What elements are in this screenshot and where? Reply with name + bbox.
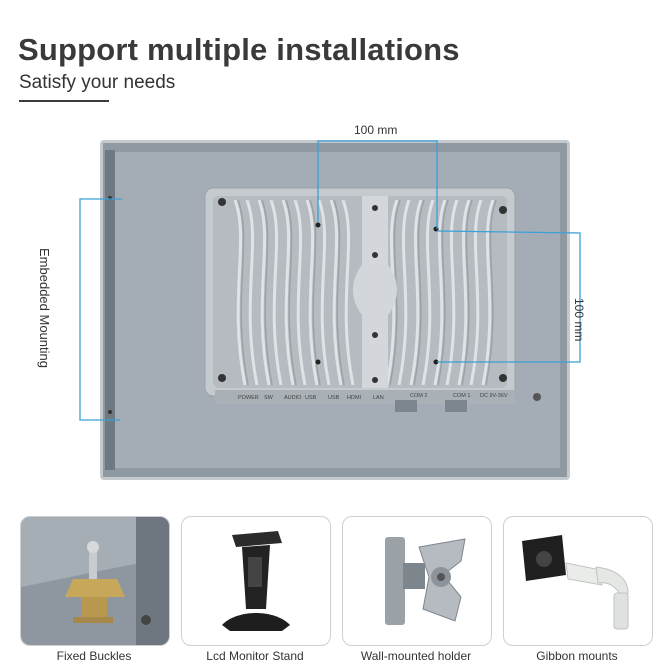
- fixed-buckle-icon: [21, 517, 169, 645]
- wall-mount-icon: [385, 537, 466, 625]
- spine-screw-3: [372, 332, 378, 338]
- port-label-audio: AUDIO: [284, 395, 302, 401]
- card-wall-mount: [342, 516, 492, 646]
- card-gibbon-mount: [503, 516, 653, 646]
- left-hole-2: [108, 410, 112, 414]
- port-label-usb1: USB: [305, 395, 317, 401]
- port-label-com2: COM 2: [410, 393, 427, 399]
- spine-screw-1: [372, 205, 378, 211]
- com1-port: [445, 400, 467, 412]
- port-label-usb2: USB: [328, 395, 340, 401]
- installation-options: Fixed Buckles Lcd Monitor Stand Wall-mou…: [0, 516, 670, 670]
- port-label-com1: COM 1: [453, 393, 470, 399]
- vesa-hole-3: [315, 359, 321, 365]
- vesa-hole-1: [315, 222, 321, 228]
- panel-pc-back-view: POWER SW AUDIO USB USB HDMI LAN COM 2 CO…: [79, 140, 581, 480]
- gibbon-mount-icon: [522, 535, 629, 630]
- vesa-hole-4: [433, 359, 439, 365]
- embedded-mounting-label: Embedded Mounting: [37, 248, 52, 368]
- dimension-lines: [79, 140, 581, 421]
- label-fixed-buckles: Fixed Buckles: [56, 649, 132, 663]
- spine-screw-4: [372, 377, 378, 383]
- heatsink-fin-shadows: [237, 199, 497, 386]
- port-labels: POWER SW AUDIO USB USB HDMI LAN COM 2 CO…: [238, 393, 508, 401]
- com2-port: [395, 400, 417, 412]
- corner-screw-tr: [499, 206, 507, 214]
- corner-screw-tl: [218, 198, 226, 206]
- label-monitor-stand: Lcd Monitor Stand: [206, 649, 304, 663]
- panel-edge: [105, 150, 115, 470]
- spine-screw-2: [372, 252, 378, 258]
- page-subtitle: Satisfy your needs: [19, 72, 176, 93]
- port-label-power: POWER: [238, 395, 259, 401]
- subtitle-underline: [19, 100, 109, 102]
- heatsink-fins: [233, 199, 495, 386]
- port-strip: [215, 390, 515, 404]
- dimension-vertical-label: 100 mm: [572, 298, 586, 342]
- corner-screw-bl: [218, 374, 226, 382]
- dimension-horizontal-label: 100 mm: [354, 123, 398, 137]
- card-fixed-buckles: [20, 516, 170, 646]
- heatsink-spine: [353, 196, 397, 388]
- port-label-dc: DC 9V-36V: [480, 393, 508, 399]
- port-label-sw: SW: [264, 395, 274, 401]
- page-title: Support multiple installations: [18, 32, 460, 67]
- port-label-lan: LAN: [373, 395, 384, 401]
- ground-screw: [533, 393, 541, 401]
- label-wall-mount: Wall-mounted holder: [360, 649, 472, 663]
- card-monitor-stand: [181, 516, 331, 646]
- port-label-hdmi: HDMI: [347, 395, 362, 401]
- label-gibbon-mount: Gibbon mounts: [536, 649, 618, 663]
- monitor-stand-icon: [222, 531, 290, 631]
- corner-screw-br: [499, 374, 507, 382]
